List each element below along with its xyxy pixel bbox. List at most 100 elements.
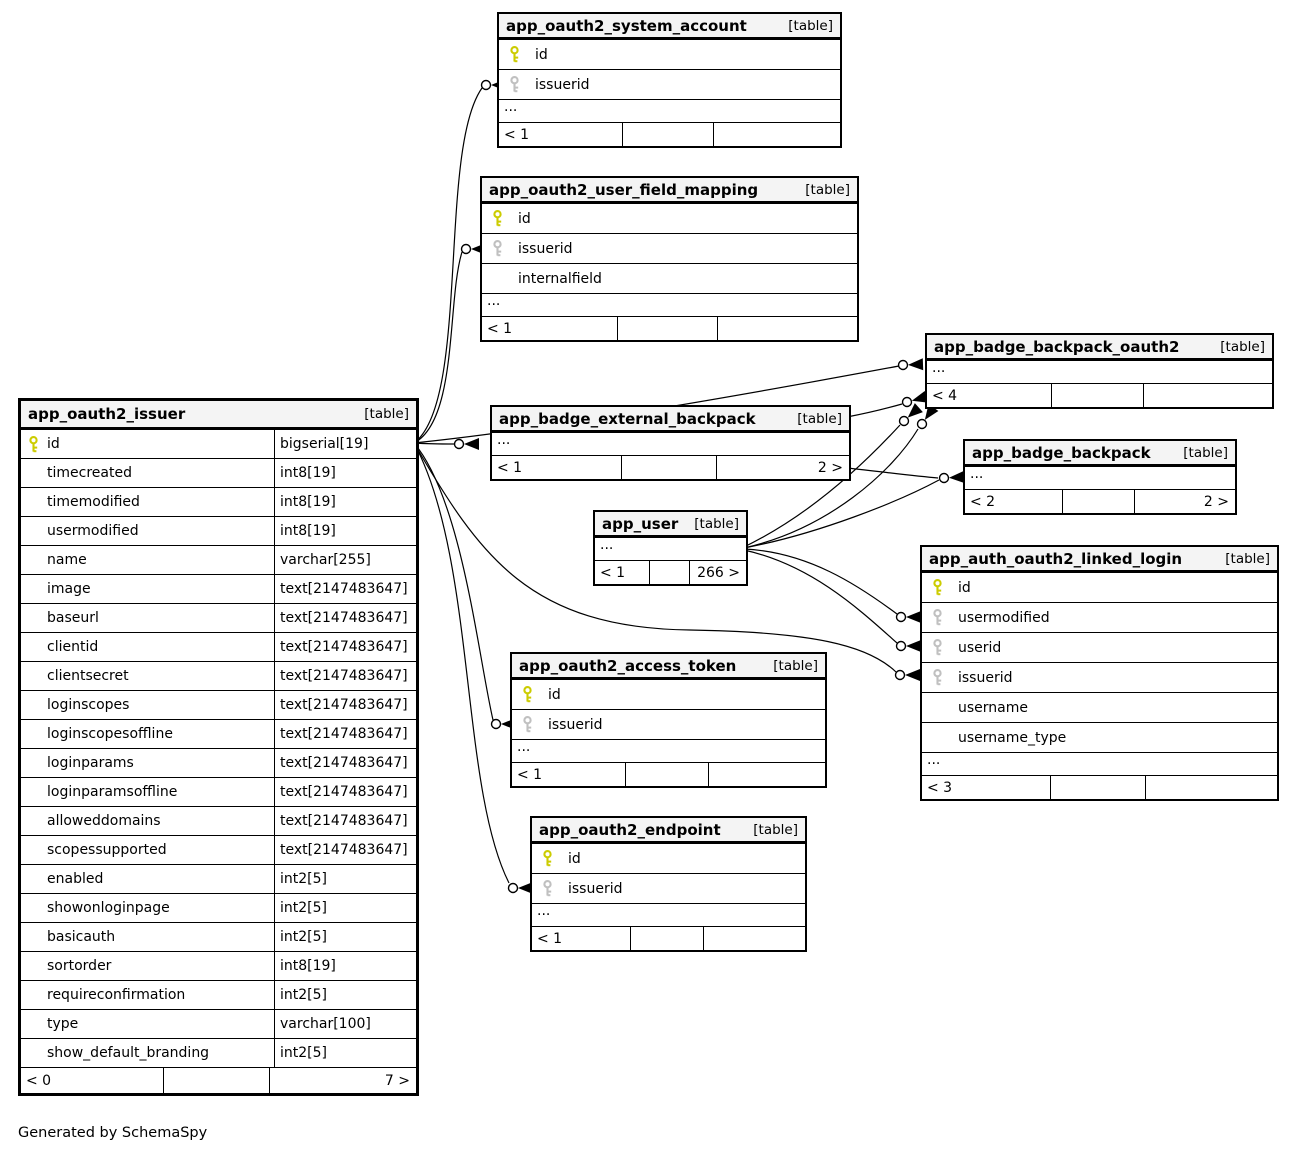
- column-name: showonloginpage: [47, 900, 170, 916]
- foreign-key-icon: [922, 609, 958, 626]
- table-type-badge: [table]: [805, 181, 850, 198]
- column-name: loginparamsoffline: [47, 784, 178, 800]
- primary-key-icon: [499, 46, 535, 63]
- relationship-edge-5: [413, 442, 494, 721]
- column-type: text[2147483647]: [274, 836, 416, 864]
- column-name: issuerid: [535, 76, 590, 93]
- more-columns-row: ...: [595, 537, 746, 560]
- footer-spacer: [620, 456, 717, 479]
- column-type: bigserial[19]: [274, 430, 416, 458]
- crow-foot-arrow-9: [948, 470, 965, 483]
- column-row-userid: userid: [922, 632, 1277, 662]
- foreign-key-icon: [499, 76, 535, 93]
- generator-credit: Generated by SchemaSpy: [18, 1125, 208, 1141]
- footer-spacer: [621, 123, 714, 146]
- table-type-badge: [table]: [364, 406, 409, 422]
- table-type-badge: [table]: [773, 657, 818, 674]
- column-type: varchar[100]: [274, 1010, 416, 1038]
- table-name[interactable]: app_badge_external_backpack: [499, 409, 756, 428]
- column-type: int8[19]: [274, 952, 416, 980]
- table-header: app_oauth2_issuer [table]: [21, 401, 416, 429]
- table-app_badge_external_backpack[interactable]: app_badge_external_backpack[table]...< 1…: [490, 405, 851, 481]
- column-row-id: id: [499, 39, 840, 69]
- column-type: int8[19]: [274, 459, 416, 487]
- table-app_badge_backpack_oauth2[interactable]: app_badge_backpack_oauth2[table]...< 4: [925, 333, 1274, 409]
- child-count: 7 >: [384, 1072, 410, 1089]
- footer-spacer: [1051, 384, 1145, 407]
- table-name[interactable]: app_oauth2_system_account: [506, 16, 747, 35]
- column-type: int2[5]: [274, 1039, 416, 1067]
- column-name: usermodified: [47, 523, 139, 539]
- table-name[interactable]: app_oauth2_issuer: [28, 405, 186, 423]
- table-header: app_badge_external_backpack[table]: [492, 407, 849, 432]
- footer-spacer: [624, 763, 710, 786]
- primary-key-icon: [532, 850, 568, 867]
- table-type-badge: [table]: [1225, 550, 1270, 567]
- table-header: app_user[table]: [595, 512, 746, 537]
- column-name: baseurl: [47, 610, 99, 626]
- footer-spacer: [649, 561, 691, 584]
- relationship-count-footer: < 1: [512, 762, 825, 786]
- table-name[interactable]: app_user: [602, 514, 679, 533]
- crow-foot-arrow-6: [518, 882, 533, 894]
- zero-or-many-dot-11: [898, 415, 910, 427]
- column-row-id: id: [532, 843, 805, 873]
- more-columns-row: ...: [492, 432, 849, 455]
- column-name: timecreated: [47, 465, 132, 481]
- table-header: app_auth_oauth2_linked_login [table]: [922, 547, 1277, 572]
- foreign-key-icon: [512, 716, 548, 733]
- column-name: timemodified: [47, 494, 140, 510]
- crow-foot-arrow-2: [907, 358, 924, 371]
- column-type: text[2147483647]: [274, 604, 416, 632]
- relationship-edge-0: [413, 87, 483, 444]
- table-name[interactable]: app_oauth2_endpoint: [539, 820, 721, 839]
- more-columns-row: ...: [927, 360, 1272, 383]
- zero-or-many-dot-9: [938, 472, 950, 484]
- child-count: [709, 763, 825, 786]
- child-count: [718, 317, 857, 340]
- table-type-badge: [table]: [1220, 338, 1265, 355]
- parent-count: < 1: [600, 564, 626, 581]
- column-name: basicauth: [47, 929, 116, 945]
- more-columns-row: ...: [922, 752, 1277, 775]
- table-name[interactable]: app_auth_oauth2_linked_login: [929, 549, 1183, 568]
- more-columns-row: ...: [965, 466, 1235, 489]
- column-name: requireconfirmation: [47, 987, 186, 1003]
- primary-key-icon: [482, 210, 518, 227]
- column-type: text[2147483647]: [274, 807, 416, 835]
- column-type: int2[5]: [274, 865, 416, 893]
- footer-spacer: [163, 1068, 270, 1093]
- table-name[interactable]: app_oauth2_user_field_mapping: [489, 180, 759, 199]
- column-type: int2[5]: [274, 923, 416, 951]
- table-name[interactable]: app_badge_backpack: [972, 443, 1151, 462]
- table-name[interactable]: app_oauth2_access_token: [519, 656, 737, 675]
- zero-or-many-dot-4: [894, 669, 906, 681]
- table-name[interactable]: app_badge_backpack_oauth2: [934, 337, 1180, 356]
- footer-spacer: [630, 927, 704, 950]
- relationship-count-footer: < 1: [499, 122, 840, 146]
- parent-count: < 1: [504, 126, 530, 143]
- column-type: text[2147483647]: [274, 720, 416, 748]
- child-count: 2 >: [1203, 493, 1229, 510]
- column-name: issuerid: [958, 669, 1013, 686]
- foreign-key-icon: [922, 639, 958, 656]
- column-name: loginscopes: [47, 697, 130, 713]
- column-row-issuerid: issuerid: [482, 233, 857, 263]
- column-row-issuerid: issuerid: [499, 69, 840, 99]
- relationship-edge-6: [413, 442, 510, 884]
